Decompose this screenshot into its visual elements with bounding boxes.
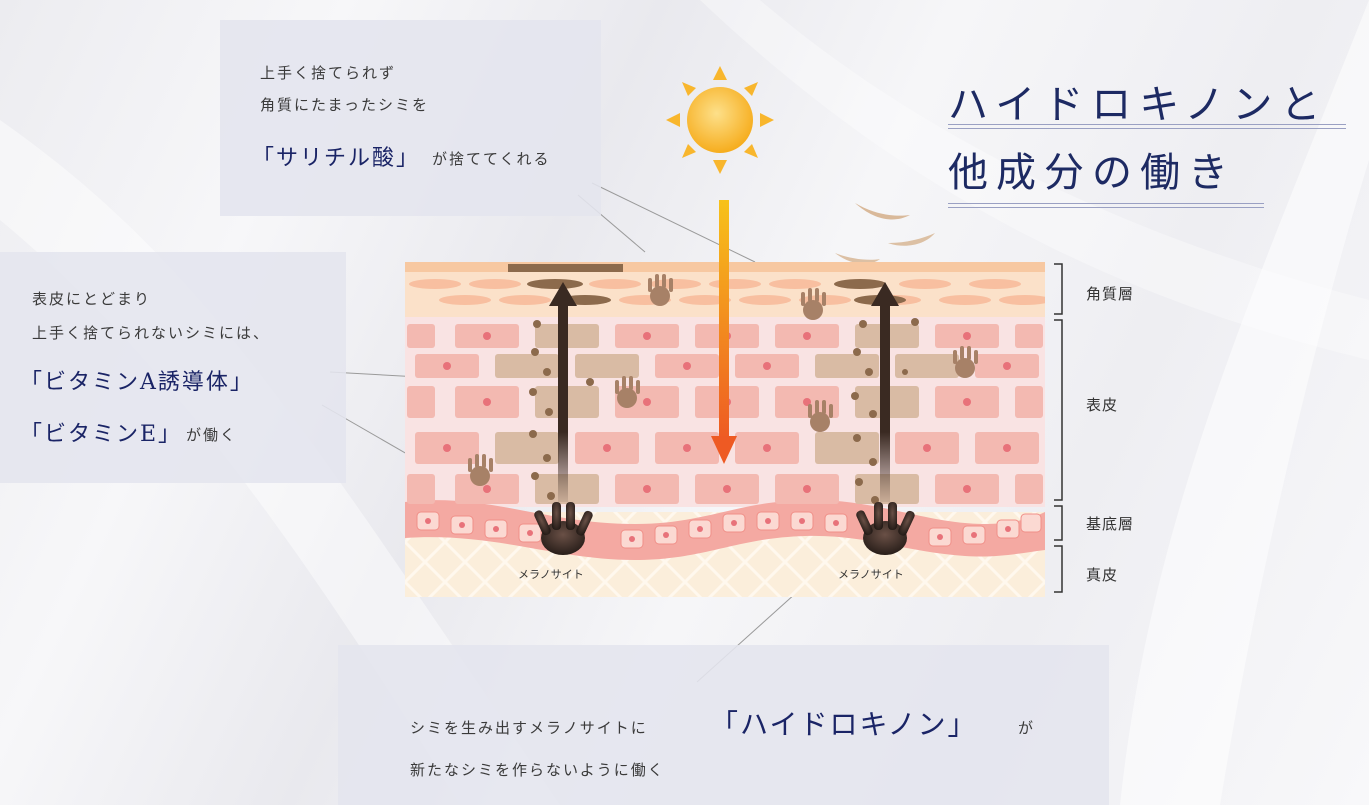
title-rule-2 [948,203,1264,204]
vitamin-e-highlight: 「ビタミンE」 [20,422,183,447]
vitamin-box: 表皮にとどまり 上手く捨てられないシミには、 「ビタミンA誘導体」 「ビタミンE… [0,252,346,483]
vitamin-text-line2: 上手く捨てられないシミには、 [32,324,271,342]
page-title-line2: 他成分の働き [948,150,1236,196]
melanocyte-label-left: メラノサイト [518,568,584,581]
title-rule-1 [948,124,1346,125]
salicylic-text-after: が捨ててくれる [432,150,551,168]
sun-icon [666,66,774,174]
layer-brackets [1054,263,1063,593]
hydroquinone-highlight: 「ハイドロキノン」 [710,708,978,741]
hydroquinone-text-after: が [1018,719,1036,737]
label-dermis: 真皮 [1086,566,1119,584]
melanin-up-arrow [871,282,899,502]
title-rule-2b [948,207,1264,208]
label-stratum-corneum: 角質層 [1086,285,1135,303]
melanocyte-hand-icon [534,502,593,555]
vitamin-text-line1: 表皮にとどまり [32,290,152,308]
melanocyte-hand-icon [856,502,915,555]
salicylic-acid-box: 上手く捨てられず 角質にたまったシミを 「サリチル酸」 が捨ててくれる [220,20,601,216]
vitamin-a-highlight: 「ビタミンA誘導体」 [20,370,254,395]
hydroquinone-text-before: シミを生み出すメラノサイトに [410,719,648,737]
salicylic-highlight: 「サリチル酸」 [252,146,421,171]
label-epidermis: 表皮 [1086,396,1119,414]
hydroquinone-box: シミを生み出すメラノサイトに 「ハイドロキノン」 が 新たなシミを作らないように… [338,645,1109,805]
salicylic-text-line2: 角質にたまったシミを [260,96,429,114]
melanocyte-label-right: メラノサイト [838,568,904,581]
salicylic-text-line1: 上手く捨てられず [260,64,397,82]
hydroquinone-text-line2: 新たなシミを作らないように働く [410,761,665,779]
page-title-line1: ハイドロキノンと [948,82,1329,128]
vitamin-text-after: が働く [186,426,238,444]
title-rule-1b [948,128,1346,129]
uv-arrow [711,200,737,464]
melanin-up-arrow [549,282,577,502]
shedding-flake-icon [835,203,935,264]
label-basal-layer: 基底層 [1086,515,1135,533]
